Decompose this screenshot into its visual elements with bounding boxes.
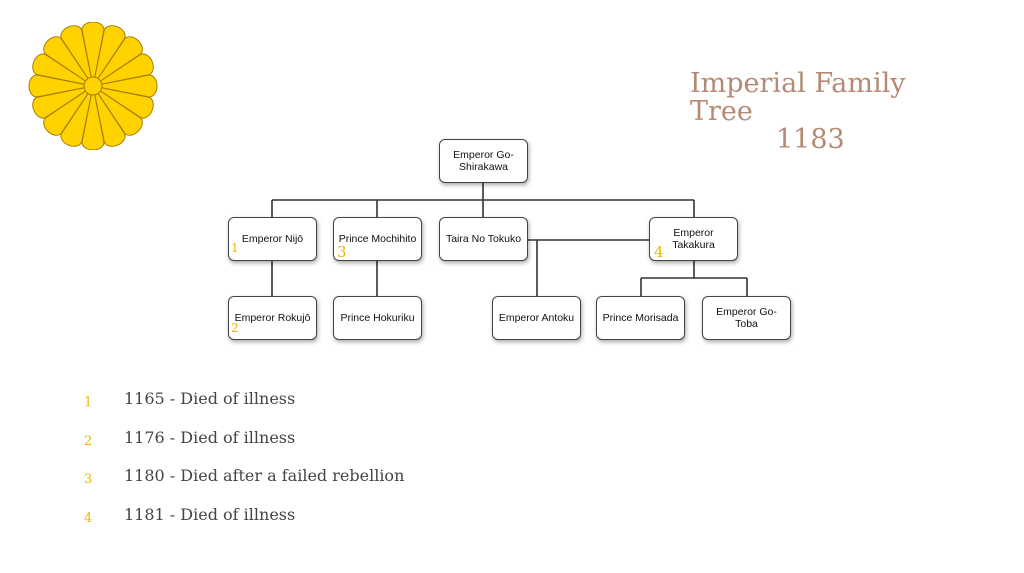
marker-mochihito: 3 [337,243,347,261]
node-emperor-nijo: Emperor Nijō [228,217,317,261]
legend-text: 1165 - Died of illness [124,389,296,408]
node-prince-hokuriku: Prince Hokuriku [333,296,422,340]
title-line-2: 1183 [776,124,845,155]
chrysanthemum-seal-icon [28,22,158,150]
node-emperor-go-toba: Emperor Go-Toba [702,296,791,340]
node-emperor-go-shirakawa: Emperor Go-Shirakawa [439,139,528,183]
seal-petal [28,74,94,98]
node-label: Emperor Nijō [241,233,304,245]
marker-rokujo: 2 [231,321,239,335]
seal-petal [32,85,94,119]
legend-text: 1176 - Died of illness [124,427,296,447]
node-taira-no-tokuko: Taira No Tokuko [439,217,528,261]
seal-petal [92,53,154,87]
node-emperor-antoku: Emperor Antoku [492,296,581,340]
legend-text: 1181 - Died of illness [124,504,296,524]
node-label: Prince Mochihito [338,233,417,245]
seal-petal [92,36,143,87]
seal-petal [60,85,94,147]
seal-petal [60,25,94,87]
node-label: Emperor Rokujō [234,312,311,324]
seal-petal [32,53,94,87]
legend-number: 4 [84,510,93,526]
seal-petal [92,85,126,147]
seal-petal [81,22,105,87]
node-emperor-takakura: Emperor Takakura [649,217,738,261]
seal-petal [81,85,105,150]
node-prince-morisada: Prince Morisada [596,296,685,340]
legend-number: 2 [84,433,93,449]
node-label: Emperor Go-Toba [716,306,777,330]
node-label: Prince Morisada [602,312,679,324]
seal-petal [43,36,94,87]
seal-petal [92,85,154,119]
node-label: Emperor Go-Shirakawa [453,149,514,173]
legend-number: 3 [84,472,93,487]
node-emperor-rokujo: Emperor Rokujō [228,296,317,340]
legend-text: 1180 - Died after a failed rebellion [124,466,405,485]
node-label: Emperor Antoku [498,312,575,324]
node-label: Taira No Tokuko [445,233,522,245]
title-line-1: Imperial Family Tree [690,68,906,127]
page-title: Imperial Family Tree 1183 [690,70,930,154]
marker-takakura: 4 [654,243,664,261]
node-label: Emperor Takakura [672,227,715,251]
marker-nijo: 1 [231,241,239,255]
node-prince-mochihito: Prince Mochihito [333,217,422,261]
seal-petal [43,85,94,136]
seal-petal [92,74,158,98]
seal-petal [92,85,143,136]
legend-number: 1 [84,395,93,410]
seal-petal [92,25,126,87]
node-label: Prince Hokuriku [340,312,415,324]
